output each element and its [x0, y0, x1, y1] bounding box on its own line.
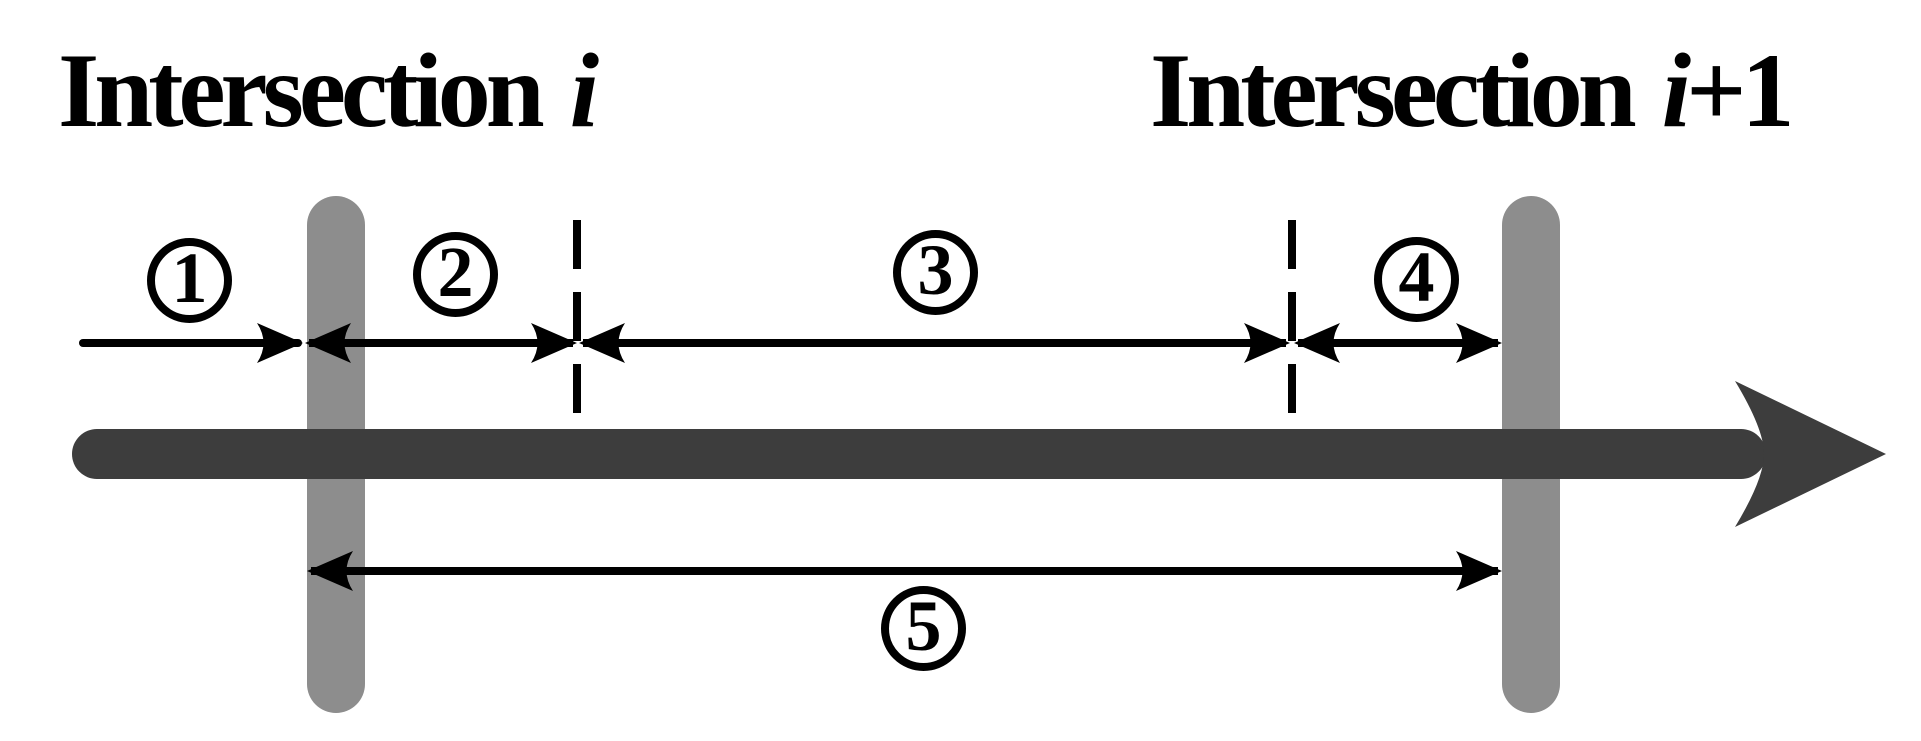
road-arrow-head — [1735, 381, 1886, 527]
segment-1-right-arrowhead-icon — [257, 323, 303, 363]
dimension-segment-5 — [307, 551, 1502, 591]
segment-4-label: 4 — [1398, 236, 1435, 317]
intersection-i1-suffix: +1 — [1686, 32, 1794, 149]
dimension-segment-3 — [579, 323, 1290, 363]
segment-4-left-arrowhead-icon — [1294, 323, 1340, 363]
road-direction-arrow — [72, 381, 1886, 527]
segment-5-label: 5 — [905, 585, 942, 666]
intersection-i1-word: Intersection — [1150, 32, 1637, 149]
segment-5-badge: 5 — [881, 586, 966, 671]
segment-2-left-arrowhead-icon — [305, 323, 351, 363]
road-arrow-shaft — [72, 429, 1766, 479]
segment-2-right-arrowhead-icon — [531, 323, 577, 363]
segment-2-label: 2 — [437, 231, 474, 312]
segment-1-label: 1 — [171, 237, 208, 318]
segment-5-left-arrowhead-icon — [307, 551, 353, 591]
dimension-segment-4 — [1294, 323, 1502, 363]
segment-3-badge: 3 — [893, 230, 978, 315]
segment-4-right-arrowhead-icon — [1456, 323, 1502, 363]
dimension-segment-1 — [79, 323, 303, 363]
dimension-segment-2 — [305, 323, 577, 363]
segment-5-right-arrowhead-icon — [1456, 551, 1502, 591]
intersection-i-word: Intersection — [58, 32, 545, 149]
segment-3-label: 3 — [917, 229, 954, 310]
segment-3-left-arrowhead-icon — [579, 323, 625, 363]
segment-2-badge: 2 — [413, 232, 498, 317]
segment-3-right-arrowhead-icon — [1244, 323, 1290, 363]
segment-1-badge: 1 — [147, 238, 232, 323]
segment-4-badge: 4 — [1374, 237, 1459, 322]
